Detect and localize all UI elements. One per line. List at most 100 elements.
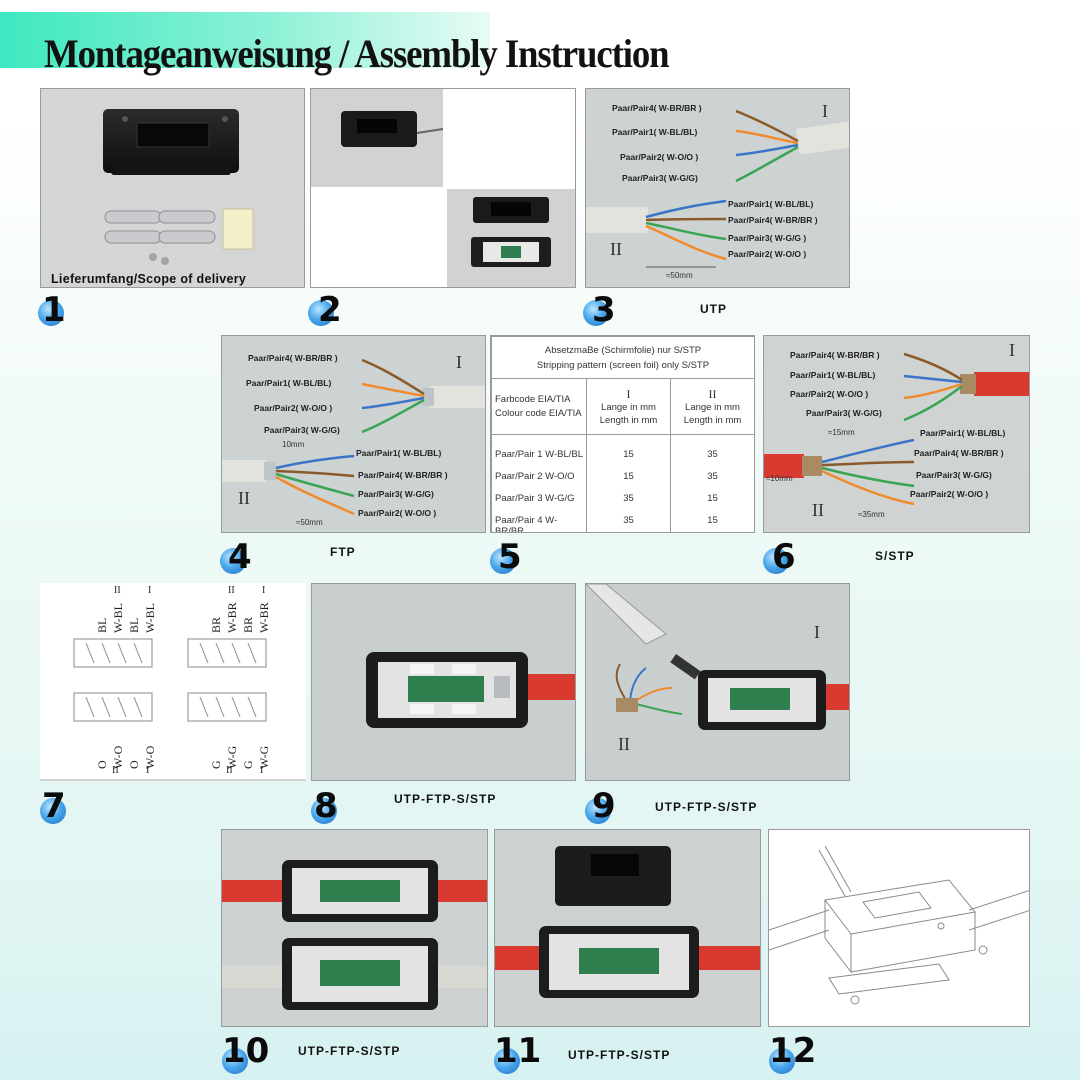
utp-roman-top: I	[822, 101, 828, 121]
panel-step-5: AbsetzmaBe (Schirmfolie) nur S/STP Strip…	[490, 335, 755, 533]
utp-dimension: ≈50mm	[666, 271, 693, 280]
page-title: Montageanweisung / Assembly Instruction	[44, 31, 670, 76]
table-cell: 15	[707, 493, 718, 504]
table-row: Paar/Pair 2 W-O/O	[495, 471, 575, 482]
table-header: AbsetzmaBe (Schirmfolie) nur S/STP Strip…	[491, 336, 754, 379]
code-top-right-2: W-BR	[225, 602, 239, 633]
ftp-bottom-label-2: Paar/Pair4( W-BR/BR )	[358, 470, 448, 480]
code-bottom-left-3: O	[127, 760, 141, 769]
table-header-line-2: Stripping pattern (screen foil) only S/S…	[536, 359, 710, 371]
step-marker-5	[490, 548, 516, 574]
code-bottom-right-3: G	[241, 760, 255, 769]
step-number-9: 9	[592, 786, 616, 826]
step-marker-4	[220, 548, 246, 574]
utp-bottom-label-3: Paar/Pair3( W-G/G )	[728, 233, 807, 243]
step-marker-11	[494, 1048, 520, 1074]
sstp-top-label-1: Paar/Pair4( W-BR/BR )	[790, 350, 880, 360]
code-top-left-roman-2: I	[148, 585, 152, 596]
ftp-roman-bottom: II	[238, 488, 250, 508]
panel-step-3: Paar/Pair4( W-BR/BR ) Paar/Pair1( W-BL/B…	[585, 88, 850, 288]
panel-step-12	[768, 829, 1030, 1027]
ftp-dimension-1: 10mm	[282, 440, 305, 449]
table-cell: 15	[623, 471, 634, 482]
code-top-left-2: W-BL	[111, 603, 125, 633]
step-3-caption: UTP	[700, 302, 727, 316]
sstp-bottom-label-1: Paar/Pair1( W-BL/BL)	[920, 428, 1006, 438]
utp-top-label-1: Paar/Pair4( W-BR/BR )	[612, 103, 702, 113]
step-number-11: 11	[494, 1031, 542, 1071]
table-row: Paar/Pair 3 W-G/G	[495, 493, 575, 504]
punch-roman-top: I	[814, 622, 820, 642]
panel-step-7: BL W-BL BL W-BL II I BR W-BR BR W-BR II …	[40, 583, 306, 781]
panel-step-4: Paar/Pair4( W-BR/BR ) Paar/Pair1( W-BL/B…	[221, 335, 486, 533]
code-top-left-3: BL	[127, 617, 141, 633]
col-ii-roman: II	[708, 387, 717, 401]
sstp-bottom-label-2: Paar/Pair4( W-BR/BR )	[914, 448, 1004, 458]
punch-roman-bottom: II	[618, 734, 630, 754]
step-marker-8	[311, 798, 337, 824]
step-marker-9	[585, 798, 611, 824]
code-bottom-right-1: G	[209, 760, 223, 769]
col-colour-code: Farbcode EIA/TIA Colour code EIA/TIA	[491, 378, 587, 435]
step-9-caption: UTP-FTP-S/STP	[655, 800, 758, 814]
utp-top-label-3: Paar/Pair2( W-O/O )	[620, 152, 699, 162]
panel-step-2	[310, 88, 576, 288]
assembled-coupler-photo-8	[366, 652, 575, 728]
code-bottom-right-roman-2: I	[260, 765, 264, 776]
step-number-8: 8	[314, 786, 338, 826]
table-cell: 15	[707, 515, 718, 526]
utp-cable-photo	[586, 109, 849, 268]
sstp-top-label-3: Paar/Pair2( W-O/O )	[790, 389, 869, 399]
ftp-dimension-2: ≈50mm	[296, 518, 323, 527]
ftp-top-label-4: Paar/Pair3( W-G/G)	[264, 425, 340, 435]
utp-top-label-4: Paar/Pair3( W-G/G)	[622, 173, 698, 183]
table-cell: 35	[707, 449, 718, 460]
scope-caption: Lieferumfang/Scope of delivery	[51, 272, 247, 286]
utp-roman-bottom: II	[610, 239, 622, 259]
step-11-caption: UTP-FTP-S/STP	[568, 1048, 671, 1062]
panel-step-9: I II	[585, 583, 850, 781]
closing-lid-drawing	[769, 845, 1029, 1005]
sstp-cable-photo	[764, 352, 1029, 506]
utp-bottom-label-1: Paar/Pair1( W-BL/BL)	[728, 199, 814, 209]
col-i-en: Length in mm	[599, 415, 658, 426]
col-i-de: Lange in mm	[601, 402, 656, 413]
utp-top-label-2: Paar/Pair1( W-BL/BL)	[612, 127, 698, 137]
ftp-cable-photo	[222, 358, 485, 516]
sstp-top-label-2: Paar/Pair1( W-BL/BL)	[790, 370, 876, 380]
step-number-10: 10	[222, 1031, 270, 1071]
table-cell: 35	[623, 493, 634, 504]
sstp-bottom-label-4: Paar/Pair2( W-O/O )	[910, 489, 989, 499]
step-number-6: 6	[772, 537, 796, 577]
step-marker-6	[763, 548, 789, 574]
step-4-caption: FTP	[330, 545, 356, 559]
step-marker-1	[38, 300, 64, 326]
sstp-dimension-2: ≈10mm	[766, 474, 793, 483]
table-body-i: 15 15 35 35	[586, 434, 671, 532]
step-marker-10	[222, 1048, 248, 1074]
panel-step-1: Lieferumfang/Scope of delivery	[40, 88, 305, 288]
ftp-top-label-2: Paar/Pair1( W-BL/BL)	[246, 378, 332, 388]
code-bottom-left-roman-1: II	[112, 765, 119, 776]
step-6-caption: S/STP	[875, 549, 915, 563]
code-top-right-roman-1: II	[228, 585, 235, 596]
step-number-1: 1	[42, 290, 66, 330]
two-couplers-photo	[222, 860, 487, 1010]
ftp-bottom-label-4: Paar/Pair2( W-O/O )	[358, 508, 437, 518]
panel-step-11	[494, 829, 761, 1027]
code-top-right-1: BR	[209, 616, 223, 633]
sstp-roman-top: I	[1009, 340, 1015, 360]
step-marker-7	[40, 798, 66, 824]
stripping-table: AbsetzmaBe (Schirmfolie) nur S/STP Strip…	[491, 336, 754, 532]
ftp-top-label-1: Paar/Pair4( W-BR/BR )	[248, 353, 338, 363]
panel-step-10	[221, 829, 488, 1027]
col-ii-en: Length in mm	[683, 415, 742, 426]
sstp-top-label-4: Paar/Pair3( W-G/G)	[806, 408, 882, 418]
code-bottom-left-1: O	[95, 760, 109, 769]
step-number-5: 5	[498, 537, 522, 577]
step-marker-2	[308, 300, 334, 326]
code-top-right-3: BR	[241, 616, 255, 633]
table-row: Paar/Pair 1 W-BL/BL	[495, 449, 584, 460]
scope-photo	[103, 109, 254, 265]
col-length-ii: II Lange in mm Length in mm	[670, 378, 754, 435]
